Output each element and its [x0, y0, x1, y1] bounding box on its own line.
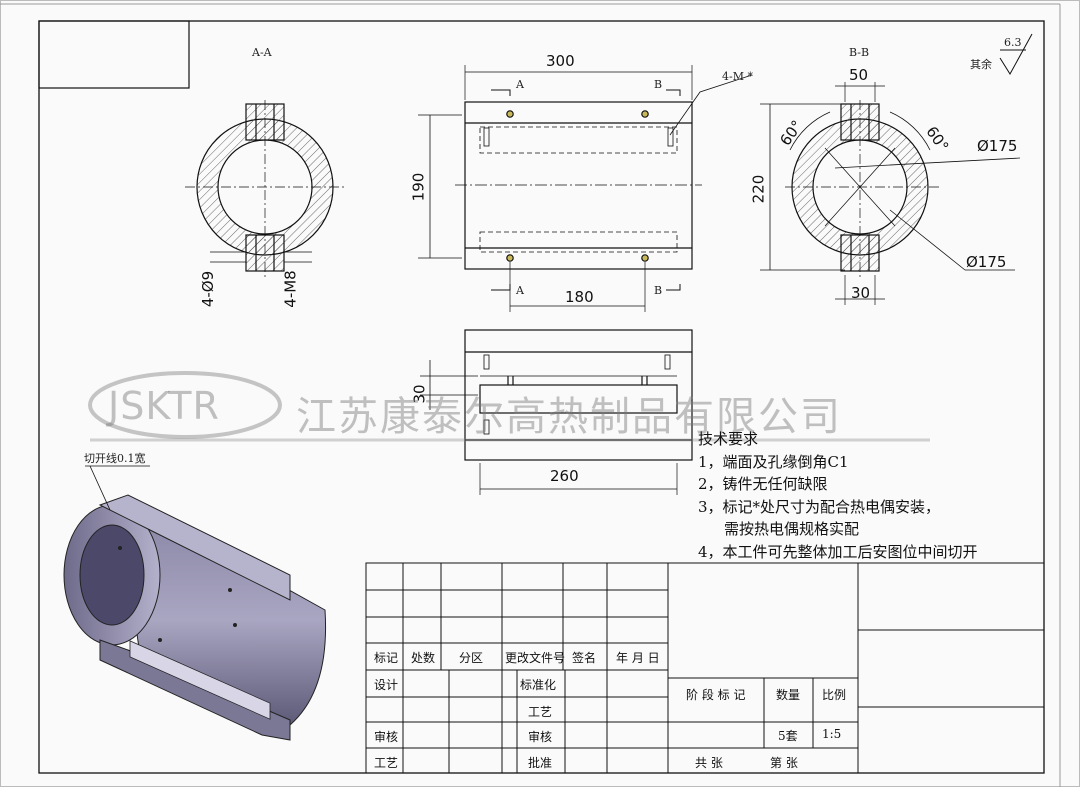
tech-req-title: 技术要求 [698, 430, 759, 448]
tb-process-2: 工艺 [374, 756, 399, 770]
tb-process: 工艺 [528, 705, 553, 719]
tb-total-sheets: 共 张 [695, 756, 723, 770]
surface-finish-symbol [999, 33, 1033, 75]
tech-req-item: 2，铸件无任何缺限 [698, 475, 828, 493]
section-bb-label: B-B [849, 46, 870, 59]
watermark-company: 江苏康泰尔高热制品有限公司 [296, 394, 842, 440]
bottom-view [420, 329, 693, 495]
cut-line-label: 切开线0.1宽 [84, 452, 146, 465]
isometric-view [63, 465, 327, 741]
dim-hole-spacing: 180 [565, 288, 594, 306]
section-mark-a-bottom: A [516, 284, 524, 297]
tb-stage-mark: 阶 段 标 记 [686, 688, 746, 702]
section-aa-view [185, 100, 345, 278]
dim-bb-width-bottom: 30 [851, 284, 871, 302]
section-bb-view [760, 82, 1021, 305]
dim-overall-length: 300 [546, 52, 575, 70]
surface-finish-label: 其余 [970, 58, 992, 71]
tb-header-zone: 分区 [459, 651, 484, 665]
section-aa-label: A-A [252, 46, 272, 59]
tech-req-item: 需按热电偶规格实配 [724, 520, 860, 538]
tb-quantity: 5套 [778, 729, 798, 743]
tech-req-item: 3，标记*处尺寸为配合热电偶安装， [698, 497, 941, 516]
tb-quantity-label: 数量 [776, 688, 801, 702]
section-mark-b-bottom: B [654, 284, 663, 297]
thread-mark-label: 4-M * [722, 70, 753, 83]
tb-sheet-no: 第 张 [770, 756, 798, 770]
tb-header-count: 处数 [411, 651, 436, 665]
dim-diameter-2: Ø175 [966, 253, 1007, 271]
dim-diameter-1: Ø175 [977, 137, 1018, 155]
dim-bottom-length: 260 [550, 467, 579, 485]
dim-holes-left: 4-Ø9 [199, 270, 218, 308]
technical-requirements: 技术要求 1，端面及孔缘倒角C1 2，铸件无任何缺限 3，标记*处尺寸为配合热电… [698, 428, 978, 563]
section-mark-a-top: A [516, 78, 524, 91]
tb-header-change-doc: 更改文件号 [505, 651, 566, 665]
title-block [365, 562, 1045, 774]
tech-req-item: 4，本工件可先整体加工后安图位中间切开 [698, 542, 978, 561]
tb-header-sign: 签名 [572, 651, 597, 665]
tb-review: 审核 [374, 730, 399, 744]
dim-bb-width-top: 50 [849, 66, 869, 84]
section-mark-b-top: B [654, 78, 663, 91]
dim-holes-thread: 4-M8 [281, 270, 300, 308]
front-view [418, 65, 753, 312]
tech-req-item: 1，端面及孔缘倒角C1 [698, 452, 849, 471]
watermark-logo-text: JSKTR [108, 384, 220, 428]
watermark-logo [88, 371, 930, 442]
tb-design: 设计 [374, 678, 399, 692]
surface-finish-value: 6.3 [1004, 36, 1022, 49]
dim-bb-height: 220 [749, 174, 768, 204]
tb-header-mark: 标记 [374, 651, 399, 665]
tb-approve: 批准 [528, 756, 553, 770]
tb-scale: 1:5 [822, 727, 842, 741]
tb-review-2: 审核 [528, 730, 553, 744]
tb-standardize: 标准化 [520, 678, 557, 692]
tb-header-date: 年 月 日 [616, 651, 660, 665]
dim-overall-height: 190 [409, 172, 428, 202]
tb-scale-label: 比例 [822, 688, 847, 702]
